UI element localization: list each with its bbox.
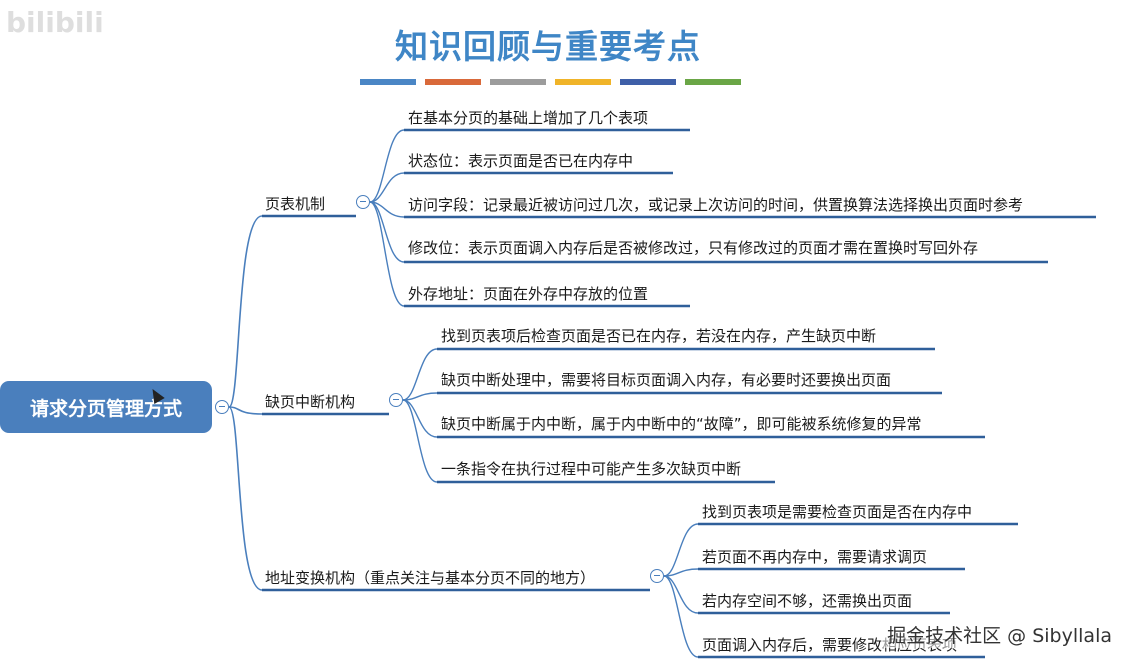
leaf-item: 访问字段：记录最近被访问过几次，或记录上次访问的时间，供置换算法选择换出页面时参…: [408, 195, 1023, 215]
leaf-connector: [402, 399, 438, 483]
leaf-text: 若内存空间不够，还需换出页面: [702, 592, 913, 610]
root-connector: [228, 406, 263, 591]
leaf-item: 若页面不再内存中，需要请求调页: [702, 547, 927, 567]
title-color-bars: [360, 79, 741, 85]
leaf-text: 若页面不再内存中，需要请求调页: [702, 548, 928, 566]
leaf-connector: [663, 575, 699, 614]
leaf-connector: [402, 392, 438, 401]
leaf-text: 访问字段：记录最近被访问过几次，或记录上次访问的时间，供置换算法选择换出页面时参…: [408, 196, 1024, 214]
leaf-item: 找到页表项是需要检查页面是否在内存中: [702, 502, 972, 522]
leaf-text: 缺页中断属于内中断，属于内中断中的“故障”，即可能被系统修复的异常: [441, 415, 922, 433]
leaf-item: 缺页中断处理中，需要将目标页面调入内存，有必要时还要换出页面: [441, 370, 891, 390]
leaf-connector: [369, 201, 405, 263]
title-color-bar: [425, 79, 481, 85]
title-color-bar: [555, 79, 611, 85]
leaf-connector: [663, 523, 699, 577]
branch-address-translation-collapse-icon[interactable]: [650, 569, 664, 583]
leaf-text: 修改位：表示页面调入内存后是否被修改过，只有修改过的页面才需在置换时写回外存: [408, 239, 979, 257]
leaf-text: 状态位：表示页面是否已在内存中: [408, 152, 634, 170]
page-title: 知识回顾与重要考点: [395, 27, 701, 66]
title-color-bar: [685, 79, 741, 85]
leaf-item: 缺页中断属于内中断，属于内中断中的“故障”，即可能被系统修复的异常: [441, 414, 922, 434]
root-connector: [228, 215, 263, 408]
branch-page-fault[interactable]: 缺页中断机构: [265, 392, 355, 412]
leaf-item: 在基本分页的基础上增加了几个表项: [408, 108, 648, 128]
branch-page-table[interactable]: 页表机制: [265, 194, 325, 214]
leaf-text: 一条指令在执行过程中可能产生多次缺页中断: [441, 460, 742, 478]
root-node-label: 请求分页管理方式: [29, 397, 182, 420]
leaf-text: 在基本分页的基础上增加了几个表项: [408, 109, 649, 127]
bilibili-logo: bilibili: [6, 6, 104, 39]
leaf-item: 修改位：表示页面调入内存后是否被修改过，只有修改过的页面才需在置换时写回外存: [408, 238, 978, 258]
leaf-item: 一条指令在执行过程中可能产生多次缺页中断: [441, 459, 741, 479]
branch-label: 页表机制: [265, 195, 326, 213]
branch-address-translation[interactable]: 地址变换机构（重点关注与基本分页不同的地方）: [265, 568, 595, 588]
root-node[interactable]: 请求分页管理方式: [0, 381, 212, 433]
leaf-connector: [369, 201, 405, 307]
leaf-text: 找到页表项是需要检查页面是否在内存中: [702, 503, 973, 521]
leaf-item: 外存地址：页面在外存中存放的位置: [408, 284, 648, 304]
leaf-item: 若内存空间不够，还需换出页面: [702, 591, 912, 611]
leaf-connector: [402, 348, 438, 401]
leaf-connector: [663, 568, 699, 577]
title-color-bar: [490, 79, 546, 85]
leaf-connector: [369, 129, 405, 203]
leaf-text: 外存地址：页面在外存中存放的位置: [408, 285, 649, 303]
leaf-item: 状态位：表示页面是否已在内存中: [408, 151, 633, 171]
root-connector: [228, 406, 263, 415]
branch-page-table-collapse-icon[interactable]: [356, 195, 370, 209]
title-color-bar: [360, 79, 416, 85]
leaf-connector: [369, 172, 405, 203]
root-collapse-icon[interactable]: [215, 400, 229, 414]
branch-page-fault-collapse-icon[interactable]: [389, 393, 403, 407]
watermark-text: 掘金技术社区 @ Sibyllala: [883, 621, 1116, 648]
leaf-item: 找到页表项后检查页面是否已在内存，若没在内存，产生缺页中断: [441, 326, 876, 346]
leaf-connector: [663, 575, 699, 658]
title-color-bar: [620, 79, 676, 85]
leaf-text: 缺页中断处理中，需要将目标页面调入内存，有必要时还要换出页面: [441, 371, 892, 389]
branch-label: 地址变换机构（重点关注与基本分页不同的地方）: [265, 569, 596, 587]
leaf-text: 找到页表项后检查页面是否已在内存，若没在内存，产生缺页中断: [441, 327, 877, 345]
branch-label: 缺页中断机构: [265, 393, 356, 411]
